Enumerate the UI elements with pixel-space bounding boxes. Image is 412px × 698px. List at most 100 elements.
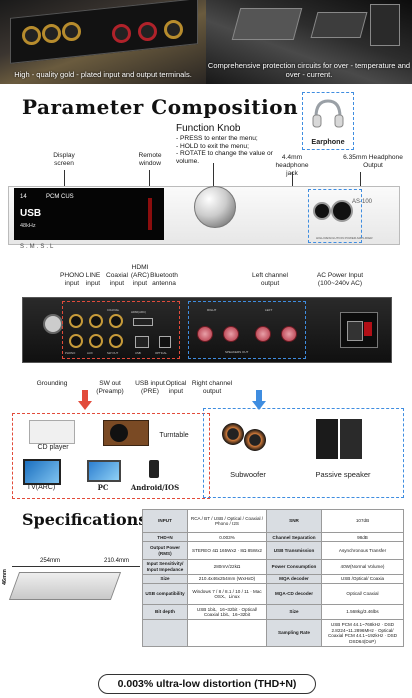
sources-box: CD player Turntable TV(ARC) PC Android/I…	[12, 413, 210, 499]
leader-line	[360, 172, 361, 194]
grounding-label: Grounding	[36, 380, 68, 387]
speaker-image	[316, 419, 338, 459]
usb-port[interactable]	[135, 336, 149, 348]
power-switch[interactable]	[364, 322, 372, 336]
red-speaker-terminal	[112, 24, 131, 43]
panel-label: LEFT	[265, 308, 273, 312]
phono-rca[interactable]	[69, 334, 83, 348]
ac-power-socket[interactable]	[340, 312, 378, 348]
outputs-box: Subwoofer Passive speaker	[203, 408, 404, 498]
panel-label: AUX	[87, 351, 93, 355]
dim-depth: 210.4mm	[104, 558, 130, 564]
right-channel-label: Right channel output	[191, 380, 233, 395]
optical-port[interactable]	[159, 336, 171, 348]
left-speaker-terminal[interactable]	[255, 326, 271, 342]
record-icon	[110, 424, 128, 442]
spec-key: Power Consumption	[266, 558, 322, 576]
display-screen: 14 PCM CUS USB 48kHz	[14, 188, 164, 240]
sw-out-label: SW out (Preamp)	[96, 380, 124, 395]
spec-value: 40W(Normal Volume)	[321, 558, 404, 576]
circuit-component	[231, 8, 303, 40]
banner-right-caption: Comprehensive protection circuits for ov…	[207, 61, 411, 79]
spec-key: USB compatibility	[142, 583, 188, 606]
panel-label: PHONO	[65, 351, 76, 355]
thd-footer-badge: 0.003% ultra-low distortion (THD+N)	[98, 674, 316, 694]
pc-label: PC	[97, 483, 109, 492]
coaxial-label: Coaxial input	[106, 272, 128, 287]
aux-rca[interactable]	[89, 334, 103, 348]
headphone-jacks-box	[308, 189, 362, 243]
spec-value: 107dB	[321, 508, 404, 534]
gold-rca-connector	[22, 26, 41, 45]
optical-input-label: Optical input	[165, 380, 187, 395]
subwoofer-image	[222, 423, 244, 445]
top-banner: High - quality gold - plated input and o…	[0, 0, 412, 84]
spec-value: USB /Optical/ Coaxia	[321, 574, 404, 585]
hdmi-port[interactable]	[133, 318, 153, 326]
coaxial-rca[interactable]	[109, 314, 123, 328]
circuit-component	[310, 12, 368, 38]
spec-value: RCA / BT / USB / Optical / Coaxial / Pho…	[187, 508, 267, 534]
panel-label: COAXIAL	[107, 308, 120, 312]
panel-label: SW OUT	[107, 351, 119, 355]
gold-rca-connector	[164, 20, 183, 39]
screen-line1: PCM CUS	[46, 194, 74, 200]
leader-line	[64, 170, 65, 190]
display-screen-label: Display screen	[53, 152, 75, 167]
right-speaker-terminal[interactable]	[197, 326, 213, 342]
panel-label: SPEAKERS OUT	[225, 350, 249, 354]
bluetooth-label: Bluetooth antenna	[150, 272, 178, 287]
spec-key: MQA-CD decoder	[266, 583, 322, 606]
specifications-title: Specifications	[22, 510, 148, 529]
cd-player-label: CD player	[37, 444, 69, 451]
jack-44[interactable]	[313, 202, 331, 220]
spec-key: USB Transmission	[266, 541, 322, 560]
speaker-image	[340, 419, 362, 459]
phono-rca[interactable]	[69, 314, 83, 328]
panel-label: USB	[135, 351, 141, 355]
input-arrow-stem	[82, 390, 88, 402]
screen-icon: 14	[20, 194, 27, 200]
spec-value-blank	[187, 618, 267, 648]
earphone-label: Earphone	[311, 137, 345, 146]
panel-label: RIGHT	[207, 308, 217, 312]
panel-brand: S.M.S.L	[20, 244, 56, 250]
banner-left-caption: High - quality gold - plated input and o…	[14, 70, 192, 79]
left-speaker-terminal[interactable]	[281, 326, 297, 342]
spec-value: USB 1bit、16~32bit · Optical/ Coaxial 1bi…	[187, 604, 267, 620]
leader-line	[149, 170, 150, 190]
spec-value: 280mV/22kΩ	[187, 558, 267, 576]
spec-key: SNR	[266, 508, 322, 534]
speaker-output-section: RIGHT LEFT SPEAKERS OUT	[188, 301, 306, 359]
sw-out-rca[interactable]	[109, 334, 123, 348]
function-knob-callout: Function Knob - PRESS to enter the menu;…	[176, 123, 286, 165]
jack-635[interactable]	[331, 200, 353, 222]
iec-socket[interactable]	[347, 321, 363, 341]
dimension-line	[12, 566, 140, 567]
specs-table: INPUT RCA / BT / USB / Optical / Coaxial…	[142, 508, 404, 648]
aux-rca[interactable]	[89, 314, 103, 328]
leader-line	[213, 163, 214, 187]
grounding-post[interactable]	[43, 314, 63, 334]
spec-value: STEREO 4Ω 165Wx2 · 8Ω 85Wx2	[187, 541, 267, 560]
headphones-icon	[312, 99, 344, 128]
screen-line2: USB	[20, 208, 42, 219]
panel-model: AS-100	[352, 199, 373, 205]
spec-key: THD+N	[142, 532, 188, 543]
ac-power-label: AC Power Input (100~240v AC)	[316, 272, 364, 287]
spec-value: 210.4x46x254mm (WxHxD)	[187, 574, 267, 585]
panel-label: HDMI(ARC)	[131, 310, 146, 314]
dim-width: 254mm	[40, 558, 61, 564]
gold-rca-connector	[62, 22, 81, 41]
pc-image	[87, 460, 121, 482]
earphone-box: Earphone	[302, 92, 354, 150]
usb-input-label: USB input (PRE)	[135, 380, 165, 395]
right-speaker-terminal[interactable]	[223, 326, 239, 342]
function-knob[interactable]	[194, 186, 236, 228]
panel-label: OPTICAL	[155, 351, 167, 355]
turntable-image	[103, 420, 149, 446]
left-channel-label: Left channel output	[252, 272, 288, 287]
red-speaker-terminal	[138, 22, 157, 41]
dim-height: 46mm	[2, 569, 8, 585]
circuit-component	[370, 4, 400, 46]
